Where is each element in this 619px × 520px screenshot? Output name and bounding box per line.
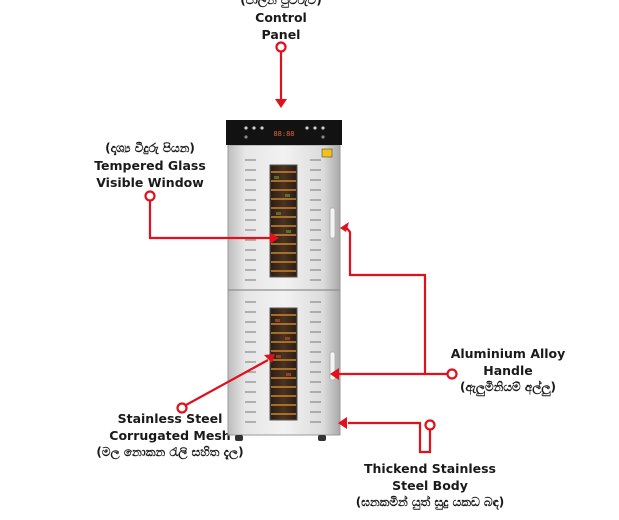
callout-arrows [144,41,458,454]
glass-window-line1: Tempered Glass [94,158,206,173]
arrow-heads [264,99,349,429]
glass-window-sinhala: (දෘශ්‍ය වීදුරු පියන) [105,141,195,155]
handle-sinhala: (ඇලුමිනියම් අල්ලු) [459,380,557,394]
glass-window-line2: Visible Window [96,175,204,190]
warning-sticker [321,148,333,158]
mesh-marker [176,402,188,414]
body-line1: Thickend Stainless [363,461,496,476]
upper-glass-window [269,164,298,278]
body-line2: Steel Body [392,478,468,493]
upper-handle [329,207,336,239]
body-label: Thickend Stainless Steel Body (ඝනකමින් ය… [345,460,515,511]
control-panel-marker [275,41,287,53]
control-panel-line1: Control [255,10,307,25]
body-marker [424,419,436,431]
handle-line1: Aluminium Alloy [450,346,566,361]
caster-wheels [235,435,326,441]
handle-marker [446,368,458,380]
body-sinhala: (ඝනකමින් යුත් සුදු යකඩ බඳ) [355,495,505,509]
mesh-line2: Corrugated Mesh [109,428,231,443]
mesh-line1: Stainless Steel [117,411,223,426]
control-panel: 88:88 [226,120,342,145]
glass-window-marker [144,190,156,202]
control-panel-sinhala: (පාලන පුවරුව) [240,0,322,7]
mesh-label: Stainless Steel Corrugated Mesh (මල නොකන… [80,410,260,461]
control-panel-line2: Panel [261,27,301,42]
glass-window-label: (දෘශ්‍ය වීදුරු පියන) Tempered Glass Visi… [75,140,225,191]
vent-slots [245,159,321,423]
handle-label: Aluminium Alloy Handle (ඇලුමිනියම් අල්ලු… [440,345,576,396]
lower-glass-window [269,307,298,421]
mesh-sinhala: (මල නොකන රැලි සහිත දැල) [96,445,244,459]
display-readout: 88:88 [273,130,294,138]
handle-line2: Handle [483,363,533,378]
control-panel-label: (පාලන පුවරුව) Control Panel [220,0,342,43]
